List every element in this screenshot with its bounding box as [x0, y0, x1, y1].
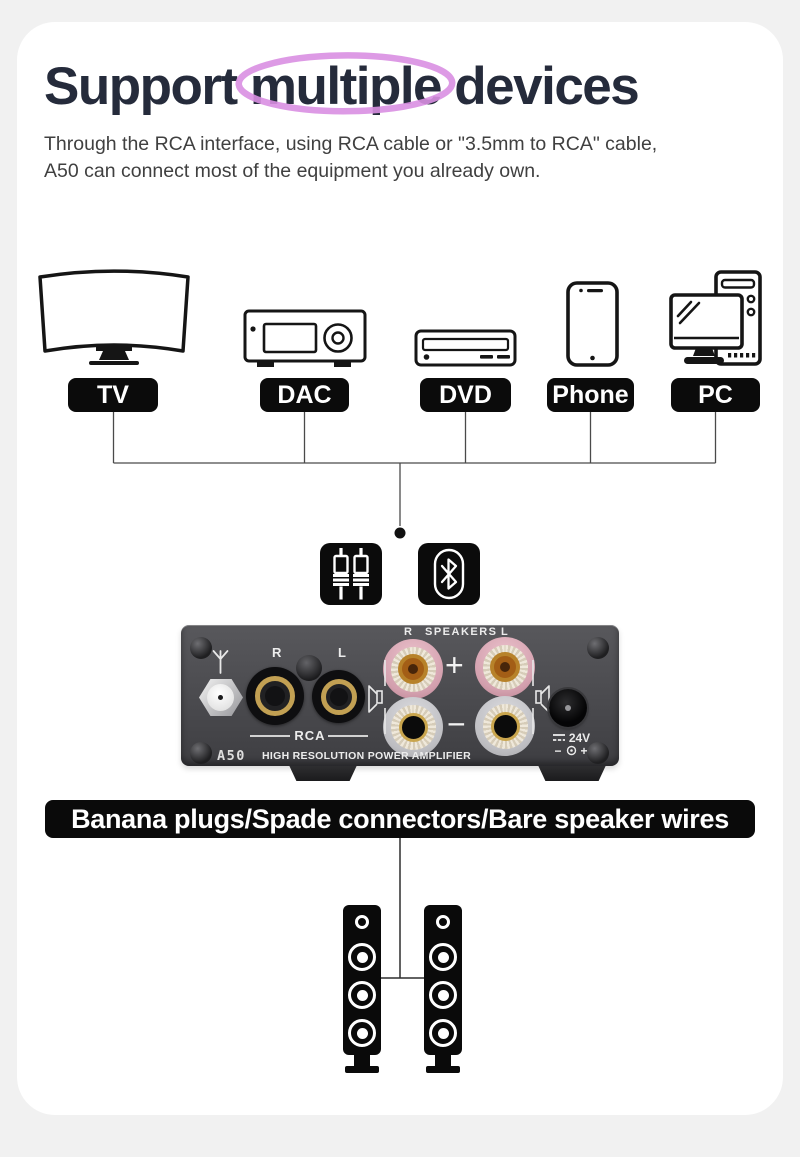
speakers-group-label: SPEAKERS — [425, 626, 498, 638]
title-highlight-word: multiple — [250, 57, 441, 117]
subtitle-line-1: Through the RCA interface, using RCA cab… — [44, 133, 658, 155]
title-post: devices — [441, 57, 640, 116]
rca-left-label: L — [338, 645, 346, 660]
model-logo: A50 — [217, 748, 246, 764]
voltage-label: 24V — [568, 730, 591, 745]
subtitle-line-2: A50 can connect most of the equipment yo… — [44, 160, 541, 182]
tweeter-icon — [436, 915, 450, 929]
rca-jack-right — [246, 667, 304, 725]
screw-icon — [190, 742, 212, 764]
minus-sign: − — [447, 706, 466, 742]
antenna-icon — [212, 650, 229, 674]
speaker-symbol-icon — [532, 660, 550, 734]
tv-icon — [38, 269, 190, 365]
screw-icon — [190, 637, 212, 659]
speakers-left-label: L — [501, 626, 508, 638]
device-label-phone: Phone — [547, 378, 634, 412]
dvd-player-icon — [414, 329, 517, 367]
binding-post-negative-right — [383, 697, 443, 757]
tweeter-icon — [355, 915, 369, 929]
device-label-tv: TV — [68, 378, 158, 412]
device-label-dac: DAC — [260, 378, 349, 412]
page-title: Support multiple devices — [44, 57, 640, 119]
binding-post-positive-right — [383, 639, 443, 699]
amplifier-foot — [289, 766, 357, 781]
binding-post-positive-left — [475, 637, 535, 697]
title-pre: Support — [44, 57, 250, 116]
amplifier-foot — [538, 766, 606, 781]
speaker-wire-banner: Banana plugs/Spade connectors/Bare speak… — [45, 800, 755, 838]
connection-lines-bottom — [381, 838, 424, 979]
speaker-symbol-icon — [368, 660, 386, 734]
dac-icon — [243, 309, 367, 367]
tower-speaker-right — [424, 905, 462, 1055]
bluetooth-icon — [418, 543, 480, 605]
plus-sign: + — [445, 647, 464, 683]
rca-right-label: R — [272, 645, 282, 660]
connection-lines-top — [112, 412, 717, 539]
phone-icon — [566, 281, 619, 367]
polarity-center-icon — [566, 745, 576, 756]
pc-icon — [669, 270, 762, 366]
polarity-minus: − — [554, 743, 562, 758]
rca-group-label: RCA — [294, 728, 326, 743]
dc-power-labels: 24V − + — [543, 730, 599, 758]
screw-icon — [587, 637, 609, 659]
device-label-pc: PC — [671, 378, 760, 412]
knob-icon — [296, 655, 322, 681]
model-tagline: HIGH RESOLUTION POWER AMPLIFIER — [262, 750, 471, 762]
device-label-dvd: DVD — [420, 378, 511, 412]
tower-speaker-left — [343, 905, 381, 1055]
speakers-right-label: R — [404, 626, 412, 638]
rca-jack-left — [312, 670, 365, 723]
rca-cables-icon — [320, 543, 382, 605]
dc-symbol-icon — [552, 734, 565, 741]
screw-icon — [587, 742, 609, 764]
binding-post-negative-left — [475, 696, 535, 756]
polarity-plus: + — [580, 743, 588, 758]
